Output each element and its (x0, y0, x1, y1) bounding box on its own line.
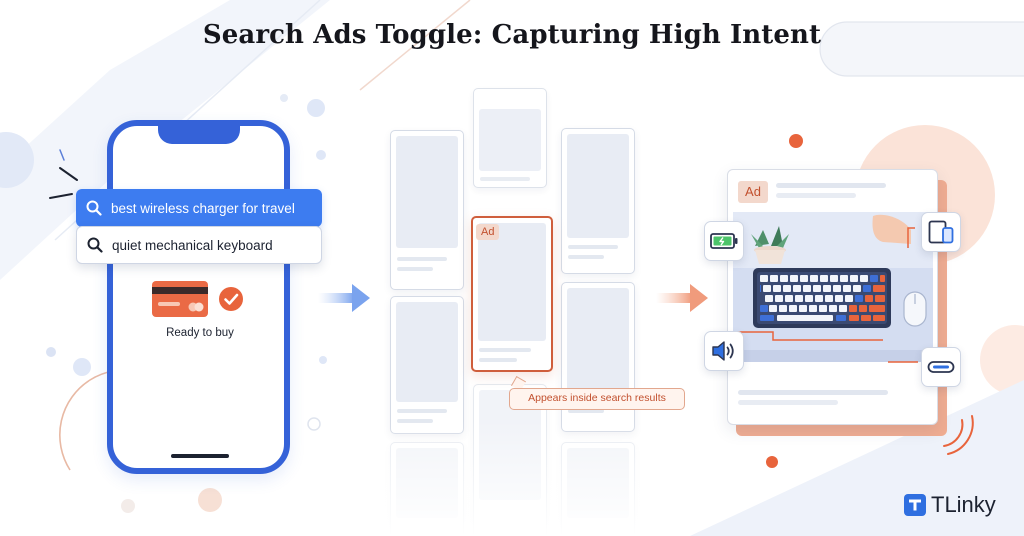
plant-icon (751, 226, 789, 264)
brand-logo: TLinky (904, 492, 996, 518)
tablet-phone-icon (928, 220, 954, 244)
device-feature-tile (921, 212, 961, 252)
search-query-text: quiet mechanical keyboard (112, 237, 273, 253)
result-card[interactable] (390, 296, 464, 434)
result-card[interactable] (390, 130, 464, 290)
speaker-icon (712, 341, 734, 361)
ad-placement-callout: Appears inside search results (509, 388, 685, 410)
ready-to-buy-label: Ready to buy (166, 327, 234, 339)
check-circle-icon (219, 287, 243, 311)
credit-card-icon (152, 281, 208, 317)
page-title: Search Ads Toggle: Capturing High Intent (202, 20, 822, 50)
brand-mark-icon (904, 494, 926, 516)
search-query-text: best wireless charger for travel (111, 200, 295, 216)
brand-name: TLinky (931, 492, 996, 517)
result-card[interactable] (561, 128, 635, 274)
battery-icon (710, 233, 738, 249)
usb-cable-icon (927, 361, 955, 373)
ad-footer-lines (738, 390, 888, 405)
search-icon (86, 200, 102, 216)
cable-feature-tile (921, 347, 961, 387)
result-card[interactable] (473, 88, 547, 188)
ad-badge: Ad (738, 181, 768, 203)
search-query-active[interactable]: best wireless charger for travel (76, 189, 322, 227)
ad-badge: Ad (476, 224, 500, 240)
speaker-feature-tile (704, 331, 744, 371)
phone-notch (158, 124, 240, 144)
search-query-suggestion[interactable]: quiet mechanical keyboard (76, 226, 322, 264)
grid-fade-overlay (383, 420, 643, 536)
ad-header-lines (776, 183, 886, 198)
phone-home-bar (171, 454, 229, 458)
arrow-right-icon (318, 284, 370, 312)
sponsored-result-card[interactable] (471, 216, 553, 372)
mechanical-keyboard-icon (753, 268, 891, 328)
mouse-icon (903, 291, 927, 327)
battery-feature-tile (704, 221, 744, 261)
search-icon (87, 237, 103, 253)
product-scene-illustration (733, 212, 933, 363)
arrow-right-icon (656, 284, 708, 312)
